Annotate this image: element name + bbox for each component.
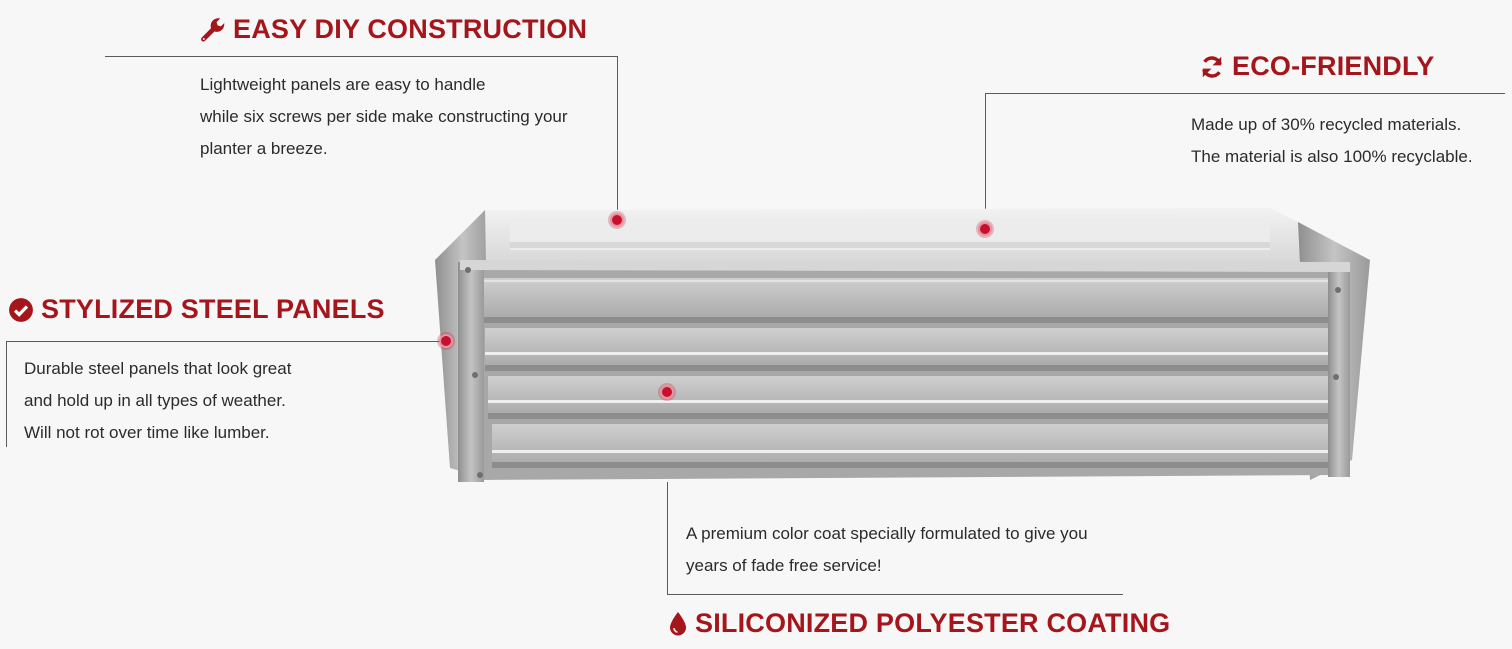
callout-line-diy <box>105 56 618 57</box>
hotspot-diy[interactable] <box>610 213 624 227</box>
recycle-arrows-icon <box>1199 54 1225 80</box>
feature-desc-eco: Made up of 30% recycled materials. The m… <box>1191 109 1473 173</box>
feature-desc-line: while six screws per side make construct… <box>200 107 568 126</box>
feature-desc-line: Made up of 30% recycled materials. <box>1191 115 1462 134</box>
callout-line-eco-vertical <box>985 93 986 229</box>
callout-line-coating-vertical <box>667 482 668 595</box>
feature-desc-diy: Lightweight panels are easy to handle wh… <box>200 69 568 165</box>
feature-heading-eco: ECO-FRIENDLY <box>1199 51 1434 82</box>
feature-desc-line: years of fade free service! <box>686 556 882 575</box>
wrench-icon <box>200 17 226 43</box>
feature-desc-line: Durable steel panels that look great <box>24 359 292 378</box>
feature-title-steel: STYLIZED STEEL PANELS <box>41 294 385 324</box>
callout-line-eco <box>985 93 1505 94</box>
droplet-icon <box>668 611 688 637</box>
feature-desc-line: Will not rot over time like lumber. <box>24 423 270 442</box>
feature-title-coating: SILICONIZED POLYESTER COATING <box>695 608 1171 638</box>
feature-heading-diy: EASY DIY CONSTRUCTION <box>200 14 587 45</box>
feature-desc-line: The material is also 100% recyclable. <box>1191 147 1473 166</box>
feature-desc-coating: A premium color coat specially formulate… <box>686 518 1088 582</box>
feature-heading-steel: STYLIZED STEEL PANELS <box>8 294 385 325</box>
feature-title-eco: ECO-FRIENDLY <box>1232 51 1435 81</box>
callout-line-coating <box>667 594 1123 595</box>
feature-desc-line: Lightweight panels are easy to handle <box>200 75 486 94</box>
check-circle-icon <box>8 297 34 323</box>
hotspot-eco[interactable] <box>978 222 992 236</box>
callout-line-steel-vertical <box>6 341 7 447</box>
feature-title-diy: EASY DIY CONSTRUCTION <box>233 14 588 44</box>
hotspot-steel[interactable] <box>439 334 453 348</box>
callout-line-diy-vertical <box>617 56 618 219</box>
steel-planter-image <box>435 208 1370 482</box>
feature-desc-line: and hold up in all types of weather. <box>24 391 286 410</box>
feature-heading-coating: SILICONIZED POLYESTER COATING <box>668 608 1170 639</box>
feature-desc-line: A premium color coat specially formulate… <box>686 524 1088 543</box>
feature-desc-line: planter a breeze. <box>200 139 328 158</box>
callout-line-steel <box>6 341 446 342</box>
feature-desc-steel: Durable steel panels that look great and… <box>24 353 291 449</box>
hotspot-coating[interactable] <box>660 385 674 399</box>
